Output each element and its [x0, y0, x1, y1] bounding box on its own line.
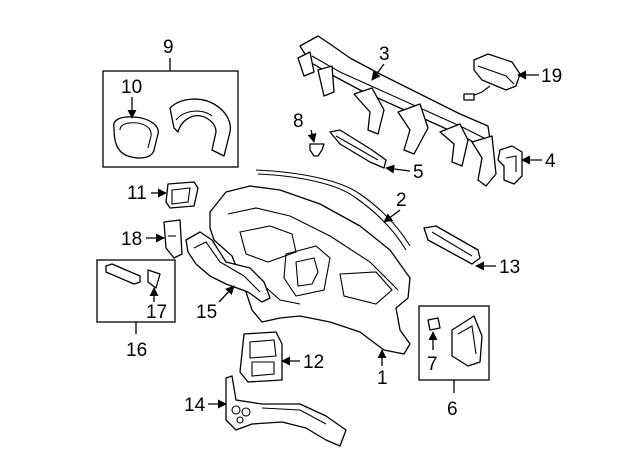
- part-1-instrument-panel: 1: [209, 185, 411, 389]
- callout-15: 15: [196, 302, 217, 323]
- callout-12: 12: [303, 352, 324, 373]
- group-box-6: 6: [418, 305, 490, 420]
- group-box-16: 16: [96, 259, 176, 361]
- callout-5: 5: [413, 162, 424, 183]
- part-17-clip: 17: [105, 263, 167, 323]
- part-15-lower-cover: 15: [185, 231, 271, 323]
- callout-6: 6: [447, 399, 458, 420]
- part-12-center-bezel: 12: [239, 331, 324, 383]
- part-18-side-panel: 18: [121, 219, 183, 259]
- part-13-trim-strip: 13: [423, 225, 520, 278]
- callout-13: 13: [499, 257, 520, 278]
- part-7-clip: 7: [427, 315, 483, 375]
- callout-2: 2: [396, 190, 407, 211]
- part-8-clip: 8: [293, 111, 325, 157]
- callout-14: 14: [184, 395, 206, 416]
- callout-18: 18: [121, 229, 142, 250]
- callout-9: 9: [163, 37, 174, 58]
- callout-19: 19: [541, 66, 562, 87]
- callout-7: 7: [427, 354, 438, 375]
- part-11-vent: 11: [127, 181, 199, 209]
- callout-1: 1: [377, 368, 388, 389]
- part-4-bracket: 4: [497, 145, 556, 185]
- part-2-weatherstrip: 2: [255, 169, 411, 251]
- callout-4: 4: [545, 151, 556, 172]
- part-10-trim-ring: 10: [113, 77, 232, 159]
- callout-16: 16: [126, 340, 147, 361]
- part-3-cross-beam: 3: [297, 35, 497, 187]
- callout-8: 8: [293, 111, 304, 132]
- callout-17: 17: [146, 302, 167, 323]
- callout-3: 3: [379, 44, 390, 65]
- part-14-console-trim: 14: [184, 375, 347, 447]
- callout-10: 10: [121, 77, 142, 98]
- group-box-9: 9: [102, 37, 239, 168]
- callout-11: 11: [127, 183, 147, 204]
- part-19-knee-airbag: 19: [463, 53, 562, 101]
- part-5-bracket: 5: [329, 129, 424, 183]
